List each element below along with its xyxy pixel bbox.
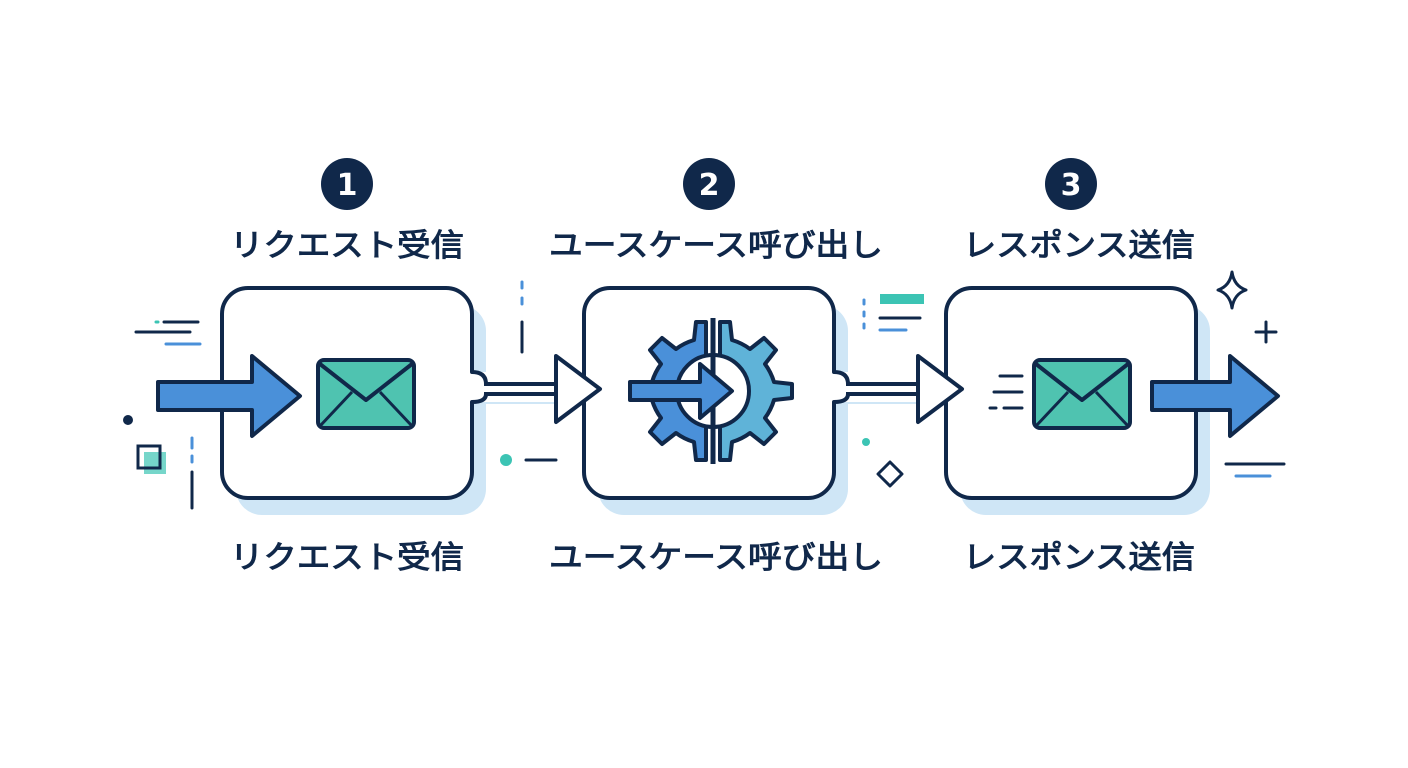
output-arrow <box>1150 354 1280 438</box>
step-caption-1: リクエスト受信 <box>230 540 464 576</box>
step-title-1: リクエスト受信 <box>230 228 464 264</box>
step-captions: リクエスト受信 ユースケース呼び出し レスポンス送信 <box>230 540 1195 576</box>
envelope-icon-response <box>988 358 1132 430</box>
step-badge-3: 3 <box>1045 158 1097 210</box>
step-number-1: 1 <box>337 168 358 203</box>
connector-arrow-1 <box>468 354 602 424</box>
connectors <box>468 354 964 424</box>
gear-arrow-icon <box>628 318 794 464</box>
step-caption-3: レスポンス送信 <box>963 540 1195 576</box>
step-title-3: レスポンス送信 <box>963 228 1195 264</box>
step-titles: リクエスト受信 ユースケース呼び出し レスポンス送信 <box>230 228 1195 264</box>
step-badges: 1 2 3 <box>321 158 1097 210</box>
connector-arrow-2 <box>830 354 964 424</box>
step-number-2: 2 <box>699 168 720 203</box>
envelope-icon <box>316 358 416 430</box>
step-title-2: ユースケース呼び出し <box>549 228 883 264</box>
step-number-3: 3 <box>1061 168 1082 203</box>
step-badge-1: 1 <box>321 158 373 210</box>
step-badge-2: 2 <box>683 158 735 210</box>
input-arrow <box>156 354 302 438</box>
step-caption-2: ユースケース呼び出し <box>549 540 883 576</box>
decorations <box>123 270 1286 510</box>
